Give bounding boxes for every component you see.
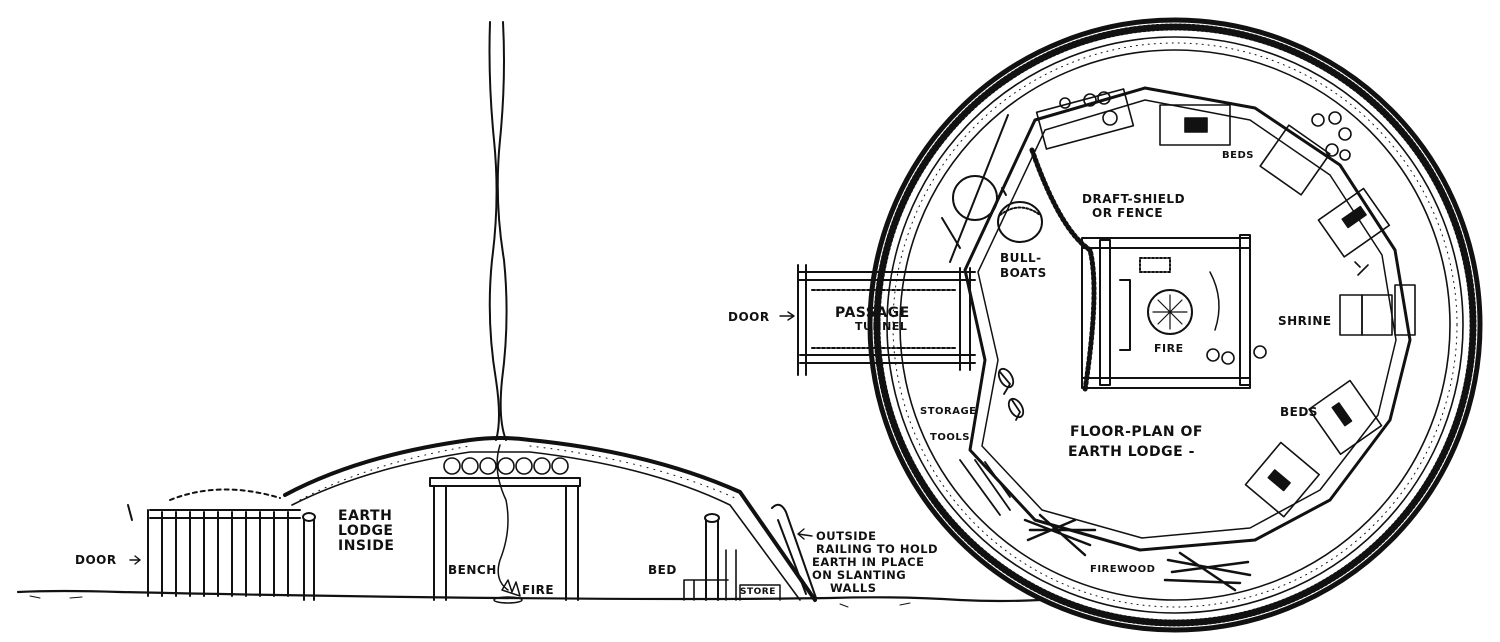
railing-label-4: ON SLANTING (812, 568, 906, 582)
passage-tunnel (797, 264, 976, 376)
draft-shield-label-2: OR FENCE (1092, 206, 1163, 220)
store-label: STORE (740, 587, 776, 597)
earth-lodge-inside-label-3: INSIDE (338, 538, 394, 554)
earth-lodge-inside-label-1: EARTH (338, 508, 392, 524)
plan-fire-label: FIRE (1154, 342, 1184, 355)
earth-lodge-inside-label-2: LODGE (338, 523, 394, 539)
draft-shield-fence (1029, 147, 1097, 393)
plan-door-arrow (779, 311, 795, 321)
bull-boats (941, 175, 1043, 249)
inner-wall (963, 86, 1412, 552)
fire-circle (1147, 289, 1193, 335)
railing-label-5: WALLS (830, 581, 877, 595)
bed-label: BED (648, 563, 677, 577)
smoke-line-left (488, 21, 500, 441)
shrine-label: SHRINE (1278, 314, 1332, 328)
railing-label-1: OUTSIDE (816, 529, 876, 543)
bench-label: BENCH (448, 563, 497, 577)
fire-mark (493, 579, 523, 604)
railing-arrow (797, 528, 813, 540)
floor-plan: DRAFT-SHIELD OR FENCE BEDS BULL- BOATS D… (728, 17, 1483, 633)
roof-logs (443, 457, 569, 475)
bull-boats-label-1: BULL- (1000, 251, 1042, 265)
ground-line (16, 589, 1042, 603)
lodge-posts (302, 477, 720, 601)
door-palisade (127, 488, 301, 597)
outer-earth-ring (867, 17, 1483, 633)
plan-door-label: DOOR (728, 310, 770, 324)
bed-frame (683, 549, 737, 601)
mound-outer (283, 436, 817, 602)
store-box (739, 584, 781, 601)
pots (1059, 91, 1352, 365)
mound-inner (291, 451, 801, 601)
bull-boats-label-2: BOATS (1000, 266, 1047, 280)
railing-label-3: EARTH IN PLACE (812, 555, 924, 569)
tools-label: TOOLS (930, 432, 970, 443)
section-door-label: DOOR (75, 553, 117, 567)
railing-label-2: RAILING TO HOLD (816, 542, 938, 556)
section-fire-label: FIRE (522, 583, 554, 597)
beds-top-label: BEDS (1222, 150, 1254, 161)
floor-plan-title-1: FLOOR-PLAN OF (1070, 424, 1203, 440)
draft-shield-label-1: DRAFT-SHIELD (1082, 192, 1185, 206)
tunnel-label: TUNNEL (855, 320, 907, 333)
outside-railing (771, 503, 817, 599)
firewood (1023, 513, 1252, 592)
storage-items (959, 367, 1025, 516)
smoke-line-right (496, 21, 508, 441)
door-arrow (129, 555, 141, 565)
smoke-inside (496, 444, 509, 591)
beds-perimeter (1035, 88, 1391, 518)
passage-label: PASSAGE (835, 305, 910, 321)
firewood-label: FIREWOOD (1090, 564, 1155, 575)
storage-label: STORAGE (920, 406, 977, 417)
floor-plan-title-2: EARTH LODGE - (1068, 444, 1195, 460)
shrine (1339, 261, 1416, 336)
section-view: EARTH LODGE INSIDE DOOR BENCH FIRE BED S… (16, 21, 1042, 608)
beds-right-label: BEDS (1280, 405, 1318, 419)
fire-square (1081, 234, 1251, 389)
